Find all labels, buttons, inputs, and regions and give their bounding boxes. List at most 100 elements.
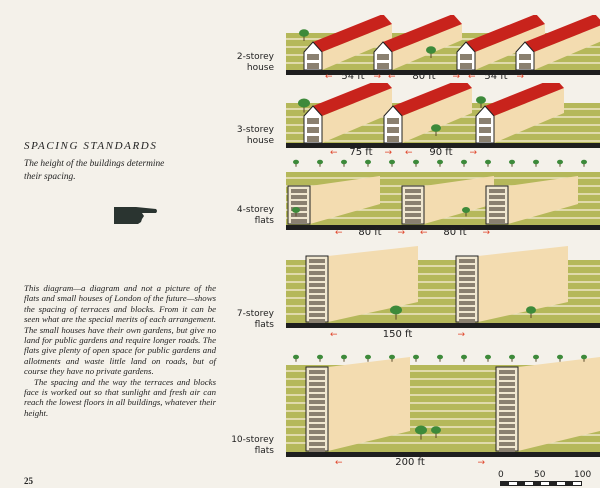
block-window xyxy=(499,376,515,380)
block-wall xyxy=(310,176,380,224)
block-window xyxy=(309,430,325,434)
block-window xyxy=(459,289,475,293)
tree-icon xyxy=(509,354,515,360)
tree-icon xyxy=(389,354,395,360)
house-window xyxy=(387,118,399,124)
tree-icon xyxy=(485,159,491,165)
pointing-hand-icon xyxy=(114,207,157,224)
block-window xyxy=(459,307,475,311)
ground-line xyxy=(286,70,600,75)
tree-icon xyxy=(415,425,427,435)
tree-icon xyxy=(462,207,470,213)
tree-icon xyxy=(413,159,419,165)
tree-icon xyxy=(526,306,536,314)
block-window xyxy=(405,189,421,193)
block-window xyxy=(309,388,325,392)
heading: SPACING STANDARDS xyxy=(24,140,158,152)
house-window xyxy=(307,136,319,142)
block-window xyxy=(309,382,325,386)
block-window xyxy=(489,189,505,193)
spacing-dimension: ←80 ft→ xyxy=(420,227,490,238)
illustration-2-storey xyxy=(286,15,600,75)
house-window xyxy=(377,63,389,69)
block-window xyxy=(405,219,421,223)
block-window xyxy=(459,265,475,269)
block-window xyxy=(499,442,515,446)
tree-icon xyxy=(581,159,587,165)
house-window xyxy=(460,54,472,60)
block-window xyxy=(309,265,325,269)
block-window xyxy=(291,213,307,217)
tree-icon xyxy=(299,29,309,37)
body-text: This diagram—a diagram and not a picture… xyxy=(24,283,216,418)
tree-icon xyxy=(461,354,467,360)
tree-icon xyxy=(461,159,467,165)
house-window xyxy=(479,118,491,124)
tree-icon xyxy=(413,354,419,360)
spacing-dimension: ←80 ft→ xyxy=(388,71,460,82)
block-window xyxy=(309,406,325,410)
block-window xyxy=(499,424,515,428)
block-window xyxy=(489,219,505,223)
block-window xyxy=(499,370,515,374)
tree-icon xyxy=(476,96,486,104)
block-window xyxy=(309,394,325,398)
block-window xyxy=(309,412,325,416)
tree-icon xyxy=(317,159,323,165)
illustration-4-storey xyxy=(286,159,600,230)
block-window xyxy=(499,406,515,410)
block-window xyxy=(291,195,307,199)
block-window xyxy=(291,201,307,205)
tree-icon xyxy=(557,354,563,360)
tree-icon xyxy=(437,354,443,360)
tree-icon xyxy=(365,354,371,360)
block-window xyxy=(499,436,515,440)
block-window xyxy=(291,189,307,193)
block-wall xyxy=(328,357,410,451)
tree-icon xyxy=(533,354,539,360)
house-window xyxy=(460,63,472,69)
spacing-dimension: ←200 ft→ xyxy=(335,457,485,468)
label-line: 3-storey xyxy=(236,125,274,135)
house-window xyxy=(377,54,389,60)
tree-icon xyxy=(293,354,299,360)
tree-icon xyxy=(365,159,371,165)
house-window xyxy=(387,136,399,142)
block-window xyxy=(489,213,505,217)
spacing-dimension: ←150 ft→ xyxy=(330,329,465,340)
block-window xyxy=(309,271,325,275)
block-window xyxy=(309,319,325,323)
spacing-dimension: ←75 ft→ xyxy=(330,147,392,158)
tree-icon xyxy=(390,305,402,315)
body-paragraph: This diagram—a diagram and not a picture… xyxy=(24,283,216,377)
block-window xyxy=(459,271,475,275)
ground-line xyxy=(286,143,600,148)
label-line: house xyxy=(246,136,274,146)
house-gable xyxy=(303,105,323,144)
house-roof xyxy=(393,83,472,116)
house-wall xyxy=(494,88,564,143)
house-wall xyxy=(322,24,392,70)
block-window xyxy=(405,213,421,217)
illustration-3-storey xyxy=(286,83,600,148)
block-window xyxy=(459,277,475,281)
house-roof xyxy=(313,15,392,52)
page-number: 25 xyxy=(24,476,33,486)
scale-bar-line xyxy=(500,481,582,486)
block-window xyxy=(405,201,421,205)
spacing-dimension: ←54 ft→ xyxy=(468,71,524,82)
block-window xyxy=(499,394,515,398)
block-window xyxy=(291,219,307,223)
block-window xyxy=(459,295,475,299)
label-line: 10-storey xyxy=(231,435,274,445)
illustration-10-storey xyxy=(286,354,600,457)
block-window xyxy=(459,313,475,317)
house-window xyxy=(519,63,531,69)
house-wall xyxy=(392,24,462,70)
label-line: 4-storey xyxy=(236,205,274,215)
block-window xyxy=(309,370,325,374)
house-gable xyxy=(383,105,403,144)
